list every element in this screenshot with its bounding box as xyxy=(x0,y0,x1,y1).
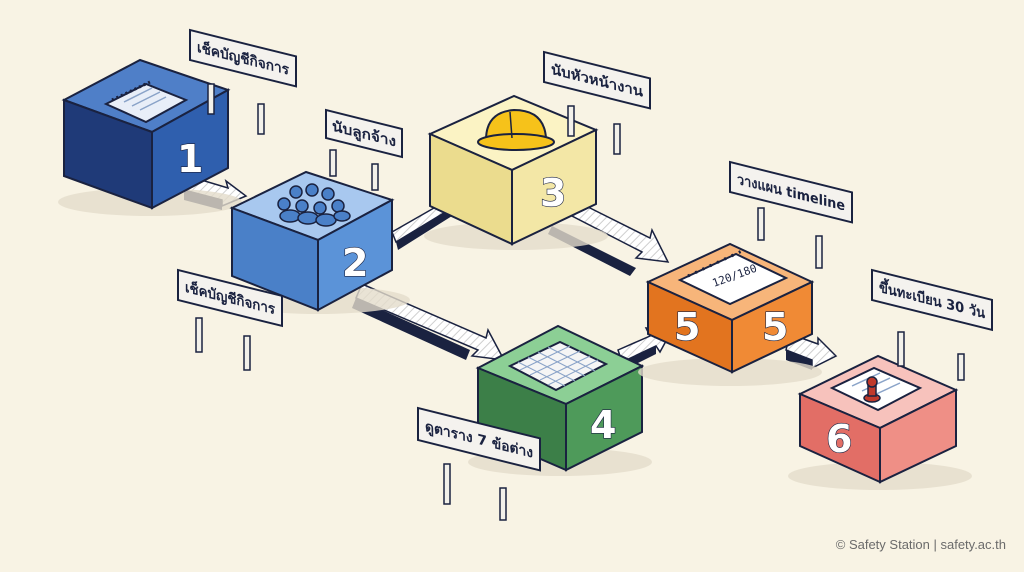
step-1-number: 1 xyxy=(177,137,203,181)
step-5-number: 5 xyxy=(674,305,700,349)
footer-credit: © Safety Station | safety.ac.th xyxy=(835,537,1006,552)
table-grid-icon xyxy=(507,340,609,392)
sign-step-1-repeat: เช็คบัญชีกิจการ xyxy=(177,268,283,371)
step-3-box: 3 xyxy=(424,94,608,250)
step-6-number: 6 xyxy=(826,417,852,461)
notepad-icon xyxy=(103,80,189,124)
step-5-box: 120/180 5 5 xyxy=(638,242,822,386)
people-group-icon xyxy=(277,183,351,227)
sign-step-4: ดูตาราง 7 ข้อต่าง xyxy=(417,406,541,521)
step-6-box: 6 xyxy=(788,354,972,490)
hard-hat-icon xyxy=(477,108,555,151)
step-2-number: 2 xyxy=(342,241,368,285)
step-1-box: 1 xyxy=(58,58,242,216)
step-3-number: 3 xyxy=(540,171,566,215)
sign-step-5: วางแผน timeline xyxy=(729,160,853,269)
step-4-number: 4 xyxy=(590,403,616,447)
step-5-number-side: 5 xyxy=(762,305,788,349)
stamped-document-icon xyxy=(829,366,923,412)
sign-step-2: นับลูกจ้าง xyxy=(325,108,403,191)
calendar-icon: 120/180 xyxy=(677,249,789,306)
